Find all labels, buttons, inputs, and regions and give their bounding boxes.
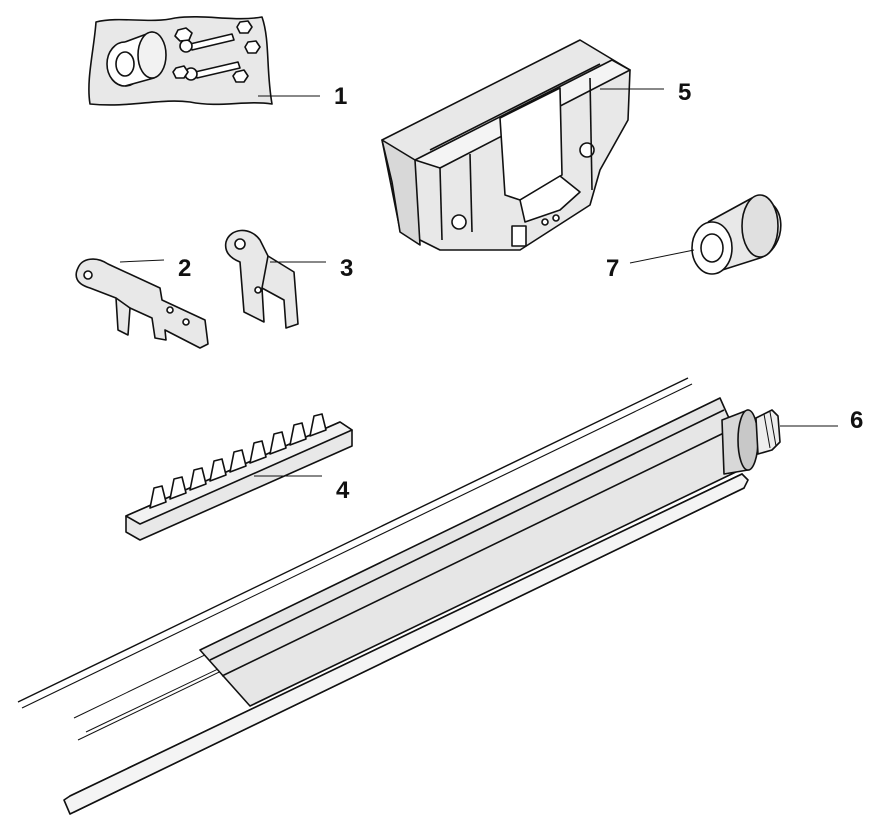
bracket-a [75, 258, 209, 349]
callout-3: 3 [340, 255, 353, 282]
bolts-icon [172, 20, 261, 83]
rail-assembly [17, 377, 781, 815]
callout-7: 7 [606, 255, 619, 282]
coupler-icon [106, 31, 167, 87]
callout-5: 5 [678, 79, 691, 106]
callout-2: 2 [178, 255, 191, 282]
rack-guide [125, 413, 353, 541]
hardware-bag [88, 16, 273, 106]
bracket-b [224, 229, 299, 329]
rail-end-collar [721, 409, 781, 475]
coupler-sleeve [691, 194, 782, 275]
trolley-carriage [381, 39, 631, 251]
callout-6: 6 [850, 407, 863, 434]
rack-teeth [149, 413, 327, 509]
callout-4: 4 [336, 477, 350, 504]
callout-1: 1 [334, 83, 347, 110]
